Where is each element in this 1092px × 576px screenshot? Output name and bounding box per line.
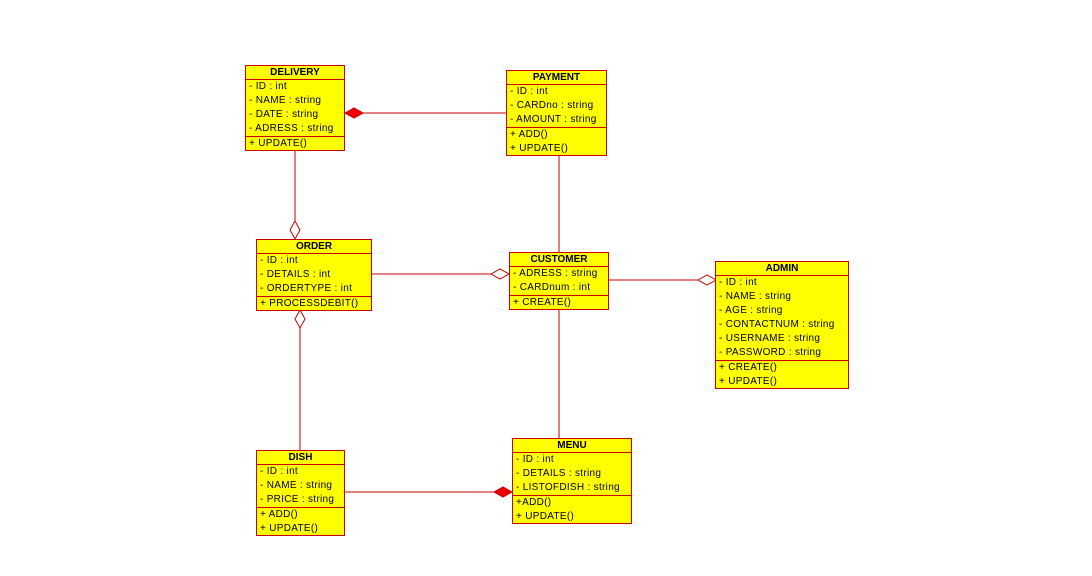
attribute: - ID : int — [260, 255, 299, 266]
attribute: - DETAILS : int — [260, 269, 331, 280]
attribute: - ID : int — [510, 86, 549, 97]
operation: + UPDATE() — [719, 376, 778, 387]
class-menu[interactable]: MENU - ID : int - DETAILS : string - LIS… — [512, 438, 632, 524]
class-menu-attributes: - ID : int - DETAILS : string - LISTOFDI… — [513, 453, 631, 496]
operation: +ADD() — [516, 497, 552, 508]
attribute: - AGE : string — [719, 305, 783, 316]
attribute: - PRICE : string — [260, 494, 335, 505]
attribute: - DETAILS : string — [516, 468, 602, 479]
class-customer[interactable]: CUSTOMER - ADRESS : string - CARDnum : i… — [509, 252, 609, 310]
attribute: - NAME : string — [719, 291, 792, 302]
attribute: - LISTOFDISH : string — [516, 482, 620, 493]
attribute: - ID : int — [249, 81, 288, 92]
operation: + ADD() — [260, 509, 298, 520]
attribute: - CONTACTNUM : string — [719, 319, 835, 330]
class-payment[interactable]: PAYMENT - ID : int - CARDno : string - A… — [506, 70, 607, 156]
attribute: - ADRESS : string — [249, 123, 334, 134]
class-payment-name: PAYMENT — [507, 71, 606, 85]
operation: + UPDATE() — [260, 523, 319, 534]
operation: + PROCESSDEBIT() — [260, 298, 359, 309]
attribute: - NAME : string — [249, 95, 322, 106]
class-admin-operations: + CREATE() + UPDATE() — [716, 361, 848, 389]
class-dish-name: DISH — [257, 451, 344, 465]
class-dish[interactable]: DISH - ID : int - NAME : string - PRICE … — [256, 450, 345, 536]
attribute: - PASSWORD : string — [719, 347, 822, 358]
attribute: - DATE : string — [249, 109, 319, 120]
attribute: - ADRESS : string — [513, 268, 598, 279]
aggregation-diamond-customer — [489, 268, 511, 280]
class-order-attributes: - ID : int - DETAILS : int - ORDERTYPE :… — [257, 254, 371, 297]
attribute: - CARDnum : int — [513, 282, 591, 293]
operation: + ADD() — [510, 129, 548, 140]
operation: + CREATE() — [719, 362, 778, 373]
operation: + UPDATE() — [510, 143, 569, 154]
class-delivery-attributes: - ID : int - NAME : string - DATE : stri… — [246, 80, 344, 137]
class-customer-name: CUSTOMER — [510, 253, 608, 267]
class-customer-operations: + CREATE() — [510, 296, 608, 310]
class-payment-attributes: - ID : int - CARDno : string - AMOUNT : … — [507, 85, 606, 128]
class-admin-attributes: - ID : int - NAME : string - AGE : strin… — [716, 276, 848, 361]
operation: + UPDATE() — [249, 138, 308, 149]
attribute: - ORDERTYPE : int — [260, 283, 353, 294]
operation: + UPDATE() — [516, 511, 575, 522]
class-admin[interactable]: ADMIN - ID : int - NAME : string - AGE :… — [715, 261, 849, 389]
attribute: - AMOUNT : string — [510, 114, 597, 125]
class-menu-operations: +ADD() + UPDATE() — [513, 496, 631, 524]
class-order[interactable]: ORDER - ID : int - DETAILS : int - ORDER… — [256, 239, 372, 311]
class-delivery-name: DELIVERY — [246, 66, 344, 80]
attribute: - NAME : string — [260, 480, 333, 491]
class-menu-name: MENU — [513, 439, 631, 453]
aggregation-diamond-order-dish — [294, 308, 306, 330]
class-dish-operations: + ADD() + UPDATE() — [257, 508, 344, 536]
attribute: - USERNAME : string — [719, 333, 821, 344]
attribute: - ID : int — [719, 277, 758, 288]
operation: + CREATE() — [513, 297, 572, 308]
attribute: - ID : int — [516, 454, 555, 465]
class-delivery[interactable]: DELIVERY - ID : int - NAME : string - DA… — [245, 65, 345, 151]
aggregation-diamond-order — [289, 219, 301, 241]
attribute: - CARDno : string — [510, 100, 594, 111]
class-admin-name: ADMIN — [716, 262, 848, 276]
aggregation-diamond-admin — [696, 274, 718, 286]
composition-diamond-menu — [492, 486, 514, 498]
class-delivery-operations: + UPDATE() — [246, 137, 344, 151]
composition-diamond-delivery — [343, 107, 365, 119]
class-order-name: ORDER — [257, 240, 371, 254]
attribute: - ID : int — [260, 466, 299, 477]
class-customer-attributes: - ADRESS : string - CARDnum : int — [510, 267, 608, 296]
class-payment-operations: + ADD() + UPDATE() — [507, 128, 606, 156]
class-order-operations: + PROCESSDEBIT() — [257, 297, 371, 311]
class-dish-attributes: - ID : int - NAME : string - PRICE : str… — [257, 465, 344, 508]
